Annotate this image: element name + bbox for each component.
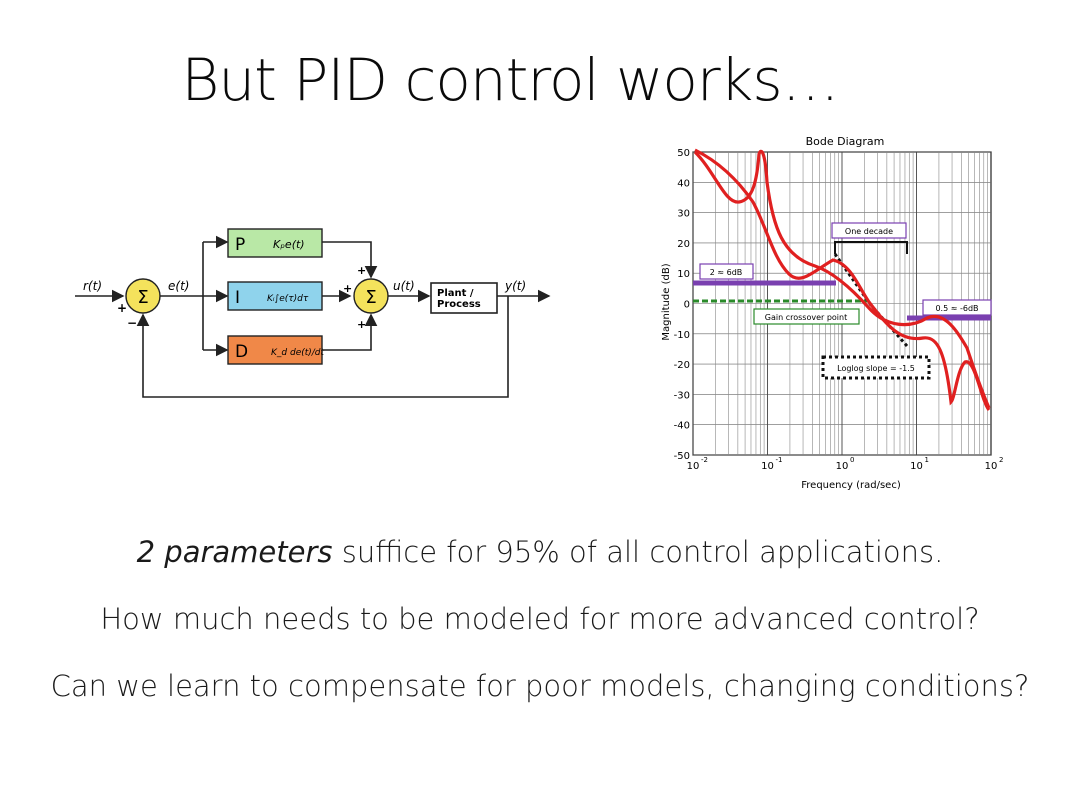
annotation-half-x: 0.5 ≈ -6dB [935,304,978,313]
text-line-modeling: How much needs to be modeled for more ad… [100,602,980,636]
bode-ytick-label: -30 [674,390,690,401]
annotation-two-x: 2 ≈ 6dB [710,268,743,277]
p-block [227,228,323,258]
i-block [227,281,323,311]
d-block-term: K_d de(t)/dt [271,348,325,358]
bode-ytick-label: 50 [677,148,690,159]
plus-sign-input: + [117,301,127,315]
bode-xtick-exponent: -2 [701,456,708,464]
bode-xtick-label: 10 [836,461,849,472]
i-block-letter: I [235,288,240,308]
slide-title: But PID control works… [181,46,839,114]
bode-xtick-exponent: 2 [999,456,1003,464]
bode-ytick-label: 30 [677,209,690,220]
p-block-term: Kₚe(t) [273,238,305,251]
bode-diagram: Bode Diagram 50403020100-10-20-30-40-50 … [661,135,1003,491]
bode-xtick-label: 10 [985,461,998,472]
error-signal-label: e(t) [168,279,189,293]
bode-xtick-label: 10 [687,461,700,472]
bode-ytick-label: -10 [674,330,690,341]
bode-ytick-label: 10 [677,269,690,280]
input-signal-label: r(t) [83,279,102,293]
bode-ytick-label: 40 [677,178,690,189]
d-block [227,335,323,365]
bode-xtick-exponent: -1 [776,456,783,464]
output-signal-label: y(t) [504,279,526,293]
d-block-letter: D [235,342,248,362]
one-decade-bracket [834,241,908,254]
text-line-parameters-emphasis: 2 parameters [136,535,333,569]
sum-symbol-error: Σ [137,287,148,308]
plus-sign-p: + [357,264,366,277]
annotation-crossover: Gain crossover point [765,313,847,322]
plus-sign-i: + [343,282,352,295]
plant-block [430,282,498,314]
text-line-learning: Can we learn to compensate for poor mode… [50,669,1030,703]
minus-sign-feedback: − [127,316,137,330]
plant-label-line2: Process [437,299,481,310]
bode-xtick-exponent: 0 [850,456,854,464]
bode-xtick-label: 10 [910,461,923,472]
bode-ylabel: Magnitude (dB) [661,263,672,340]
text-line-parameters-rest: suffice for 95% of all control applicati… [332,535,944,569]
pid-block-diagram: r(t) Σ + − e(t) P Kₚe(t) I Kᵢ∫e(τ)dτ D K… [75,228,551,398]
i-block-term: Kᵢ∫e(τ)dτ [267,294,309,304]
control-signal-label: u(t) [393,279,415,293]
bode-curve-plant [694,148,991,411]
bode-title: Bode Diagram [806,135,885,148]
bode-xtick-exponent: 1 [925,456,929,464]
bode-xtick-label: 10 [761,461,774,472]
bode-xlabel: Frequency (rad/sec) [801,480,901,491]
annotation-one-decade: One decade [845,227,893,236]
plus-sign-d: + [357,318,366,331]
text-line-parameters: 2 parameters suffice for 95% of all cont… [0,535,1080,569]
sum-symbol-control: Σ [365,287,376,308]
bode-ytick-label: 0 [684,300,690,311]
bode-ytick-label: -20 [674,360,690,371]
bode-ytick-label: -40 [674,421,690,432]
bode-ytick-label: 20 [677,239,690,250]
p-block-letter: P [235,235,245,255]
bode-ytick-label: -50 [674,451,690,462]
plant-label-line1: Plant / [437,288,474,299]
annotation-slope: Loglog slope = -1.5 [837,364,915,373]
